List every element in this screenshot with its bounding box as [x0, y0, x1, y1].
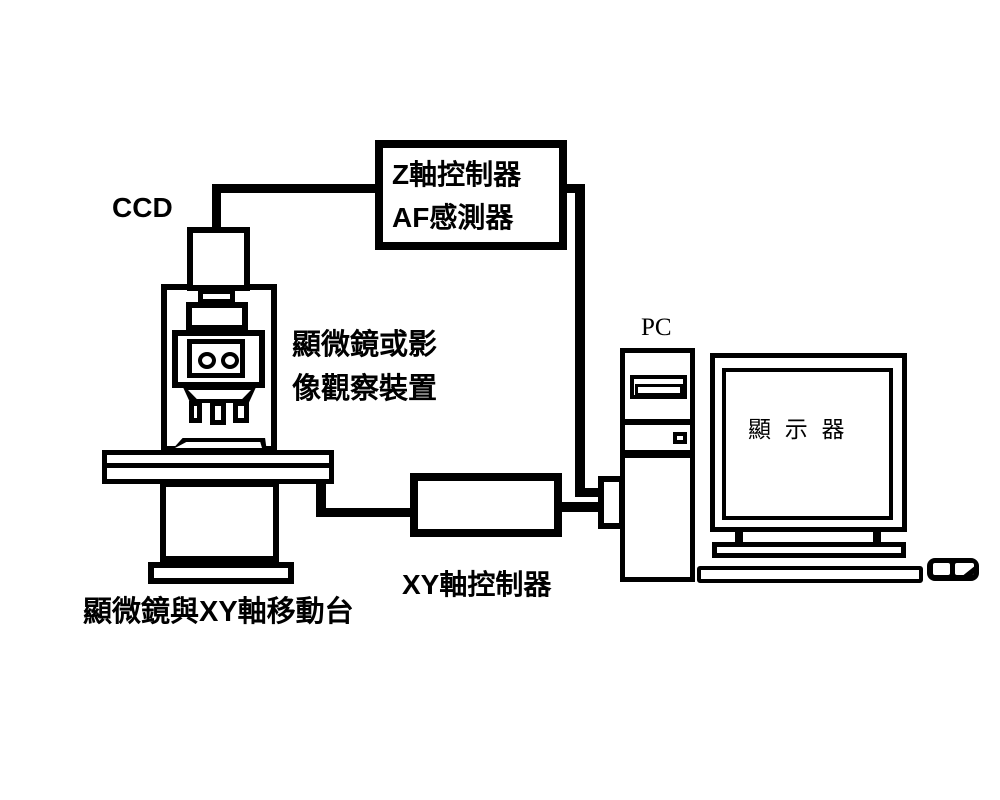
- tower-divider-lower: [620, 450, 695, 458]
- monitor-leg-left: [735, 530, 743, 544]
- drive-bay-slot: [635, 384, 683, 396]
- xy-controller-box: [410, 473, 562, 537]
- specimen-holder: [170, 438, 267, 452]
- specimen-holder-fill: [175, 442, 262, 448]
- monitor-base: [712, 542, 906, 558]
- mouse-right-button: [955, 563, 974, 575]
- cable-stage-to-xybox-horizontal: [316, 508, 412, 517]
- microscope-body-box: [186, 302, 248, 331]
- cable-ccd-to-zbox-vertical: [212, 186, 221, 229]
- lens-circle-left: [198, 352, 216, 369]
- z-controller-box: Z軸控制器 AF感測器: [375, 140, 567, 250]
- pc-label: PC: [641, 314, 672, 341]
- monitor-screen: [722, 368, 893, 520]
- ccd-camera-box: [187, 227, 250, 291]
- monitor-leg-right: [873, 530, 881, 544]
- microscope-note-line2: 像觀察裝置: [292, 373, 438, 405]
- z-controller-label-line2: AF感測器: [392, 202, 514, 233]
- xy-controller-caption: XY軸控制器: [402, 569, 552, 600]
- stage-pedestal: [160, 481, 279, 562]
- xy-stage-divider: [104, 463, 332, 468]
- objective-lens-2: [210, 401, 226, 425]
- mouse-left-button: [933, 563, 950, 575]
- microscope-note-line1: 顯微鏡或影: [292, 329, 438, 361]
- ccd-label: CCD: [112, 192, 173, 223]
- cable-zbox-to-pc-vertical: [575, 184, 585, 497]
- tower-divider-upper: [620, 419, 695, 425]
- monitor-screen-text: 顯 示 器: [748, 417, 849, 442]
- cable-stage-to-xybox-vertical: [316, 481, 326, 517]
- keyboard: [697, 566, 923, 583]
- power-button: [673, 432, 687, 444]
- cable-ccd-to-zbox-horizontal: [212, 184, 377, 193]
- objective-lens-1: [189, 401, 202, 423]
- nosepiece: [182, 385, 257, 403]
- cable-xybox-to-pc: [560, 502, 601, 512]
- stage-caption: 顯微鏡與XY軸移動台: [83, 596, 354, 628]
- cable-zbox-to-pc-stub: [563, 184, 585, 193]
- objective-lens-3: [233, 401, 249, 423]
- nosepiece-fill: [188, 390, 251, 399]
- z-controller-label-line1: Z軸控制器: [392, 159, 522, 190]
- mouse: [927, 558, 979, 581]
- mouse-right-button-wedge: [963, 566, 974, 575]
- microscope-head-inner-box: [187, 339, 245, 378]
- camera-neck: [198, 289, 235, 304]
- cable-zbox-to-pc-elbow: [575, 488, 601, 497]
- lens-circle-right: [221, 352, 239, 369]
- stage-base: [148, 562, 294, 584]
